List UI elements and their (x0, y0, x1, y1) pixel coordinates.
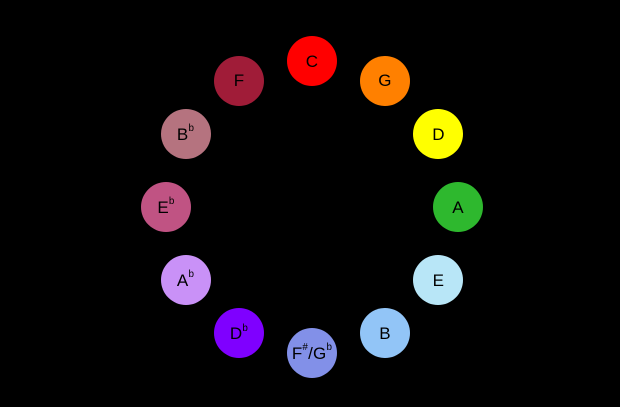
note-label: Ab (176, 269, 195, 290)
note-circle-g[interactable]: G (360, 55, 410, 106)
note-label: Db (229, 322, 249, 343)
note-circle-d-flat[interactable]: Db (214, 308, 264, 359)
note-circle-a[interactable]: A (433, 182, 483, 232)
note-circle-e-flat[interactable]: Eb (141, 182, 191, 232)
note-circle-f[interactable]: F (214, 55, 264, 106)
note-circle-c[interactable]: C (287, 36, 337, 86)
note-circle-e[interactable]: E (413, 255, 464, 305)
note-label: G (378, 71, 392, 91)
note-label: Eb (157, 196, 175, 217)
note-label: A (452, 197, 464, 217)
note-label: C (305, 51, 319, 71)
note-circle-f-sharp-g-flat[interactable]: F#/Gb (287, 328, 337, 378)
note-circle-b-flat[interactable]: Bb (160, 109, 211, 159)
note-label: B (379, 323, 391, 343)
note-circle-a-flat[interactable]: Ab (160, 255, 211, 305)
note-label: F#/Gb (291, 342, 333, 363)
note-circle-b[interactable]: B (360, 308, 410, 359)
note-circle-d[interactable]: D (413, 109, 464, 159)
note-label: F (233, 71, 245, 91)
note-label: E (432, 270, 445, 290)
note-label: Bb (176, 123, 195, 144)
note-label: D (432, 124, 445, 144)
